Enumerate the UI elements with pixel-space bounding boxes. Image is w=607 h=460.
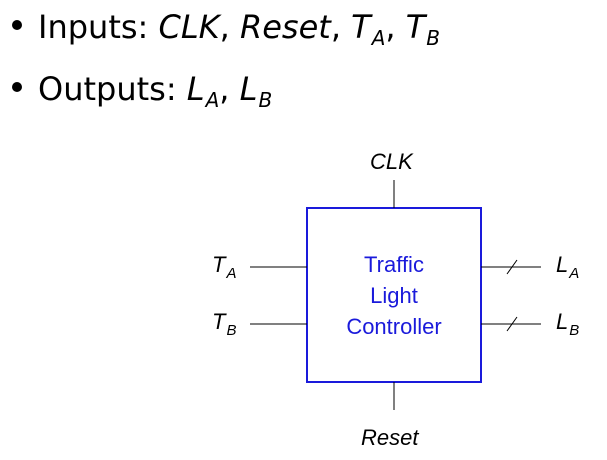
tb-label-subscript: B (226, 322, 237, 339)
input-ta-base: T (351, 8, 371, 46)
output-la-base: L (186, 70, 205, 108)
lb-label-subscript: B (569, 322, 580, 339)
ta-label-base: T (212, 252, 226, 277)
la-label-subscript: A (569, 265, 580, 282)
lb-label-base: L (556, 309, 569, 334)
input-ta-subscript: A (371, 26, 386, 50)
reset-label: Reset (361, 425, 419, 450)
controller-block-label: Traffic Light Controller (307, 249, 481, 342)
ta-label: TA (212, 252, 237, 282)
tb-label: TB (212, 309, 237, 339)
outputs-bullet: Outputs: LA, LB (12, 69, 272, 113)
output-la: LA (186, 70, 220, 112)
block-label-line: Traffic (364, 252, 424, 277)
input-clk: CLK (158, 8, 220, 46)
output-lb-base: L (239, 70, 258, 108)
input-reset: Reset (239, 8, 331, 46)
block-label-line: Controller (346, 314, 442, 339)
output-lb-subscript: B (258, 88, 273, 112)
separator: , (219, 70, 230, 108)
tb-label-base: T (212, 309, 226, 334)
lb-bus-slash-icon (506, 316, 518, 332)
separator: , (330, 8, 341, 46)
output-la-subscript: A (205, 88, 220, 112)
ta-label-subscript: A (226, 265, 237, 282)
la-label-base: L (556, 252, 569, 277)
input-tb: TB (405, 8, 440, 50)
bullet-dot-icon (12, 20, 22, 30)
inputs-bullet: Inputs: CLK, Reset, TA, TB (12, 7, 440, 51)
separator: , (385, 8, 396, 46)
la-bus-slash-icon (506, 259, 518, 275)
lb-label: LB (556, 309, 580, 339)
outputs-label: Outputs: (38, 70, 177, 108)
la-label: LA (556, 252, 580, 282)
bullet-dot-icon (12, 82, 22, 92)
separator: , (219, 8, 230, 46)
output-lb: LB (239, 70, 273, 112)
clk-label: CLK (370, 149, 413, 174)
block-label-line: Light (370, 283, 418, 308)
input-ta: TA (351, 8, 385, 50)
input-tb-base: T (405, 8, 426, 46)
input-tb-subscript: B (426, 26, 441, 50)
inputs-label: Inputs: (38, 8, 149, 46)
